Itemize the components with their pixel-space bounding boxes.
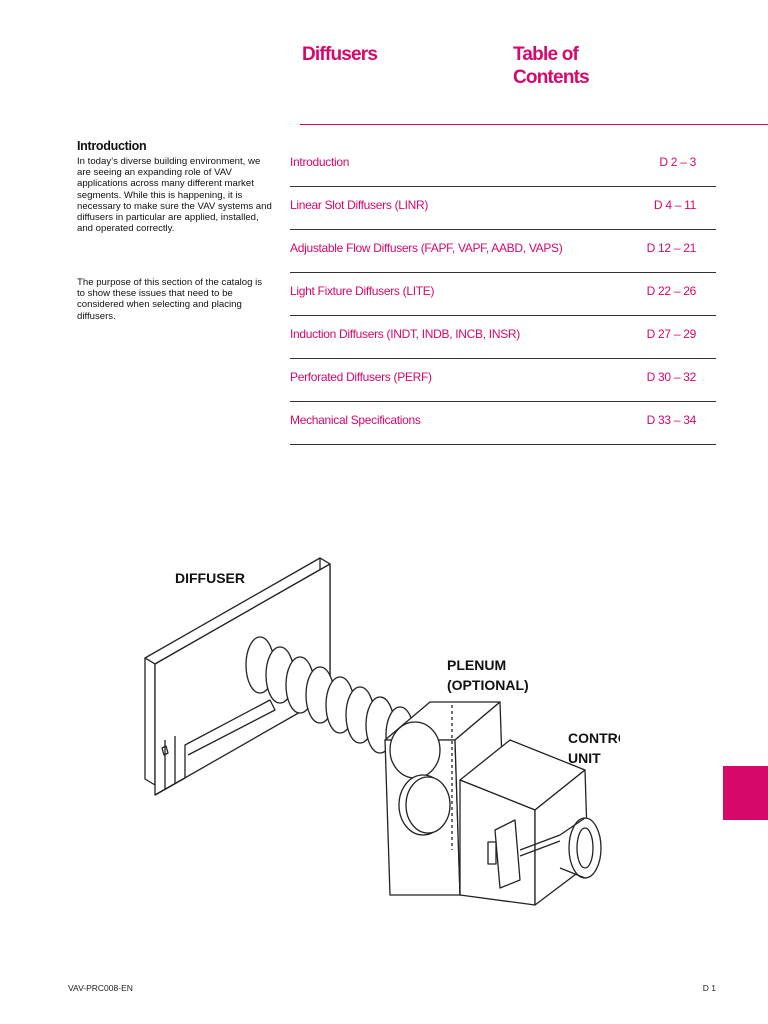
toc-entry-pages: D 27 – 29: [646, 327, 697, 341]
toc-row[interactable]: Introduction D 2 – 3: [290, 144, 716, 187]
toc-entry-label[interactable]: Introduction: [290, 155, 350, 169]
control-label: CONTROL: [568, 730, 620, 746]
toc-entry-pages: D 33 – 34: [646, 413, 697, 427]
toc-entry-label[interactable]: Induction Diffusers (INDT, INDB, INCB, I…: [290, 327, 520, 341]
toc-entry-label[interactable]: Perforated Diffusers (PERF): [290, 370, 432, 384]
plenum-label: PLENUM: [447, 657, 506, 673]
section-title: Diffusers: [302, 44, 378, 65]
toc-title-line1: Table of: [513, 44, 579, 65]
section-tab: [723, 766, 768, 820]
flex-duct-illustration: [245, 636, 415, 764]
intro-paragraph-1: In today’s diverse building environment,…: [77, 156, 272, 235]
toc-entry-pages: D 30 – 32: [646, 370, 697, 384]
toc-entry-pages: D 4 – 11: [653, 198, 696, 212]
toc-entry-pages: D 22 – 26: [646, 284, 697, 298]
header-rule: [300, 124, 768, 125]
plenum-optional-label: (OPTIONAL): [447, 677, 529, 693]
toc-entry-label[interactable]: Mechanical Specifications: [290, 413, 421, 427]
toc-entry-label[interactable]: Adjustable Flow Diffusers (FAPF, VAPF, A…: [290, 241, 563, 255]
table-of-contents: Introduction D 2 – 3 Linear Slot Diffuse…: [290, 144, 716, 445]
toc-row[interactable]: Mechanical Specifications D 33 – 34: [290, 402, 716, 445]
toc-row[interactable]: Linear Slot Diffusers (LINR) D 4 – 11: [290, 187, 716, 230]
toc-row[interactable]: Perforated Diffusers (PERF) D 30 – 32: [290, 359, 716, 402]
intro-heading: Introduction: [77, 139, 147, 153]
toc-row[interactable]: Light Fixture Diffusers (LITE) D 22 – 26: [290, 273, 716, 316]
footer-page-number: D 1: [702, 983, 716, 993]
toc-title: Table of Contents: [513, 43, 673, 89]
toc-entry-pages: D 2 – 3: [659, 155, 696, 169]
vav-system-diagram: DIFFUSER PLENUM (OPTIONAL) CONTROL UNIT: [144, 557, 620, 906]
toc-title-line2: Contents: [513, 67, 590, 88]
intro-paragraph-2: The purpose of this section of the catal…: [77, 277, 263, 322]
toc-row[interactable]: Induction Diffusers (INDT, INDB, INCB, I…: [290, 316, 716, 359]
diffuser-label: DIFFUSER: [175, 570, 245, 586]
unit-label: UNIT: [568, 750, 601, 766]
diffuser-illustration: [144, 557, 331, 796]
control-unit-illustration: [459, 739, 602, 906]
toc-row[interactable]: Adjustable Flow Diffusers (FAPF, VAPF, A…: [290, 230, 716, 273]
toc-entry-label[interactable]: Light Fixture Diffusers (LITE): [290, 284, 435, 298]
toc-entry-pages: D 12 – 21: [646, 241, 697, 255]
toc-entry-label[interactable]: Linear Slot Diffusers (LINR): [290, 198, 429, 212]
footer-doc-code: VAV-PRC008-EN: [68, 983, 133, 993]
